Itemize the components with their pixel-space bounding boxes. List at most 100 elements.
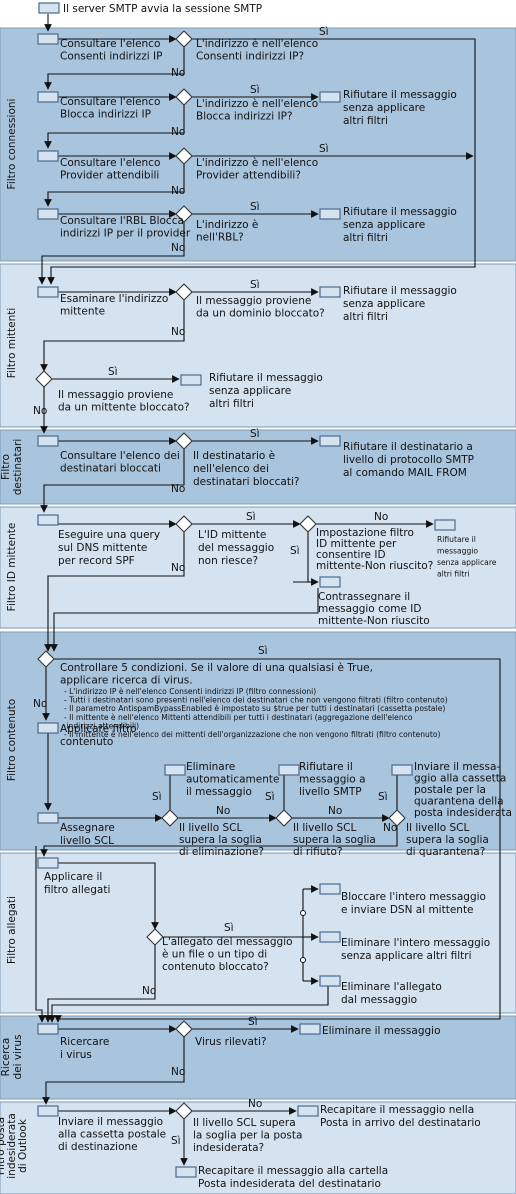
cont-a2-box: [37, 812, 59, 824]
cont-a1-box: [37, 722, 59, 734]
conn-q2-diamond: [175, 88, 193, 106]
vir-q1-label: Virus rilevati?: [195, 1036, 267, 1048]
section-outlook: [0, 1101, 516, 1194]
section-contenuto-label: Filtro contenuto: [6, 699, 18, 781]
cont-q2-yes-label: Sì: [152, 791, 162, 803]
cont-q1-no-label: No: [33, 698, 47, 710]
all-q1-yes-label: Sì: [224, 922, 234, 934]
section-destinatari: [0, 429, 516, 505]
conn-q1-yes-label: Sì: [319, 26, 329, 38]
vir-q1-no: [42, 1037, 185, 1105]
all-o2-box: [319, 931, 341, 943]
cont-q4-no-label: No: [383, 822, 397, 834]
section-connessioni: [0, 27, 516, 262]
mitt-q2-no-label: No: [33, 405, 47, 417]
conn-a3-box: [37, 150, 59, 162]
conn-a1-box: [37, 33, 59, 45]
conn-q1-diamond: [175, 30, 193, 48]
cont-r4-box: [391, 764, 413, 776]
cont-q3-diamond: [275, 809, 293, 827]
conn-r4-box: [319, 208, 341, 220]
out-a1-box: [37, 1105, 59, 1117]
all-a1-to-q1: [58, 862, 159, 930]
mitt-q1-yes-label: Sì: [250, 279, 260, 291]
section-outlook-label: di Outlook: [17, 1118, 29, 1173]
mitt-q1-no: [40, 300, 185, 372]
dest-q1-no: [40, 449, 185, 513]
section-destinatari-label: destinatari: [12, 439, 24, 496]
conn-a4-box: [37, 208, 59, 220]
cont-q2-diamond: [161, 809, 179, 827]
mitt-r2-box: [180, 374, 202, 386]
cont-q1-title: Controllare 5 condizioni. Se il valore d…: [60, 662, 373, 687]
cont-q1-diamond: [37, 650, 55, 668]
section-mittenti-label: Filtro mittenti: [6, 308, 18, 379]
all-o3-box: [319, 975, 341, 987]
mitt-r1-box: [319, 286, 341, 298]
mitt-a1-box: [37, 286, 59, 298]
conn-q2-yes-label: Sì: [250, 84, 260, 96]
conn-q1-no: [44, 47, 185, 90]
sid-q2-diamond: [299, 515, 317, 533]
mitt-q2-diamond: [35, 370, 53, 388]
cont-q4-no-bypass: [35, 846, 46, 1023]
conn-q3-yes-label: Sì: [319, 143, 329, 155]
sid-a2-to-content: [50, 588, 319, 652]
sid-r2-box: [434, 519, 456, 531]
cont-q2-no-label: No: [216, 805, 230, 817]
cont-q4-yes-label: Sì: [378, 791, 388, 803]
conn-q3-diamond: [175, 147, 193, 165]
dest-q1-diamond: [175, 432, 193, 450]
out-r1-box: [297, 1105, 319, 1117]
conn-q4-no-label: No: [171, 242, 185, 254]
section-outlook-label: indesiderata: [6, 1113, 18, 1179]
all-or-1: [300, 910, 306, 916]
section-virus: [0, 1015, 516, 1100]
out-q1-diamond: [175, 1102, 193, 1120]
all-q1-no-label: No: [142, 985, 156, 997]
conn-a2-box: [37, 91, 59, 103]
conn-q2-no: [44, 105, 185, 149]
cont-q4-diamond: [388, 809, 406, 827]
cont-q3-no-label: No: [328, 805, 342, 817]
start-box: [38, 2, 60, 14]
cont-q4-no: [40, 826, 398, 857]
section-allegati-label: Filtro allegati: [6, 896, 18, 964]
dest-q1-no-label: No: [171, 483, 185, 495]
section-id-mittente-label: Filtro ID mittente: [6, 523, 18, 612]
cont-q1-conditions: - L'indirizzo IP è nell'elenco Consenti …: [64, 687, 448, 739]
conn-q1-yes: [47, 38, 476, 285]
dest-r1-box: [319, 435, 341, 447]
vir-q1-no-label: No: [171, 1066, 185, 1078]
cont-q3-yes-label: Sì: [265, 791, 275, 803]
conn-q2-no-label: No: [171, 126, 185, 138]
sid-a1-box: [37, 514, 59, 526]
